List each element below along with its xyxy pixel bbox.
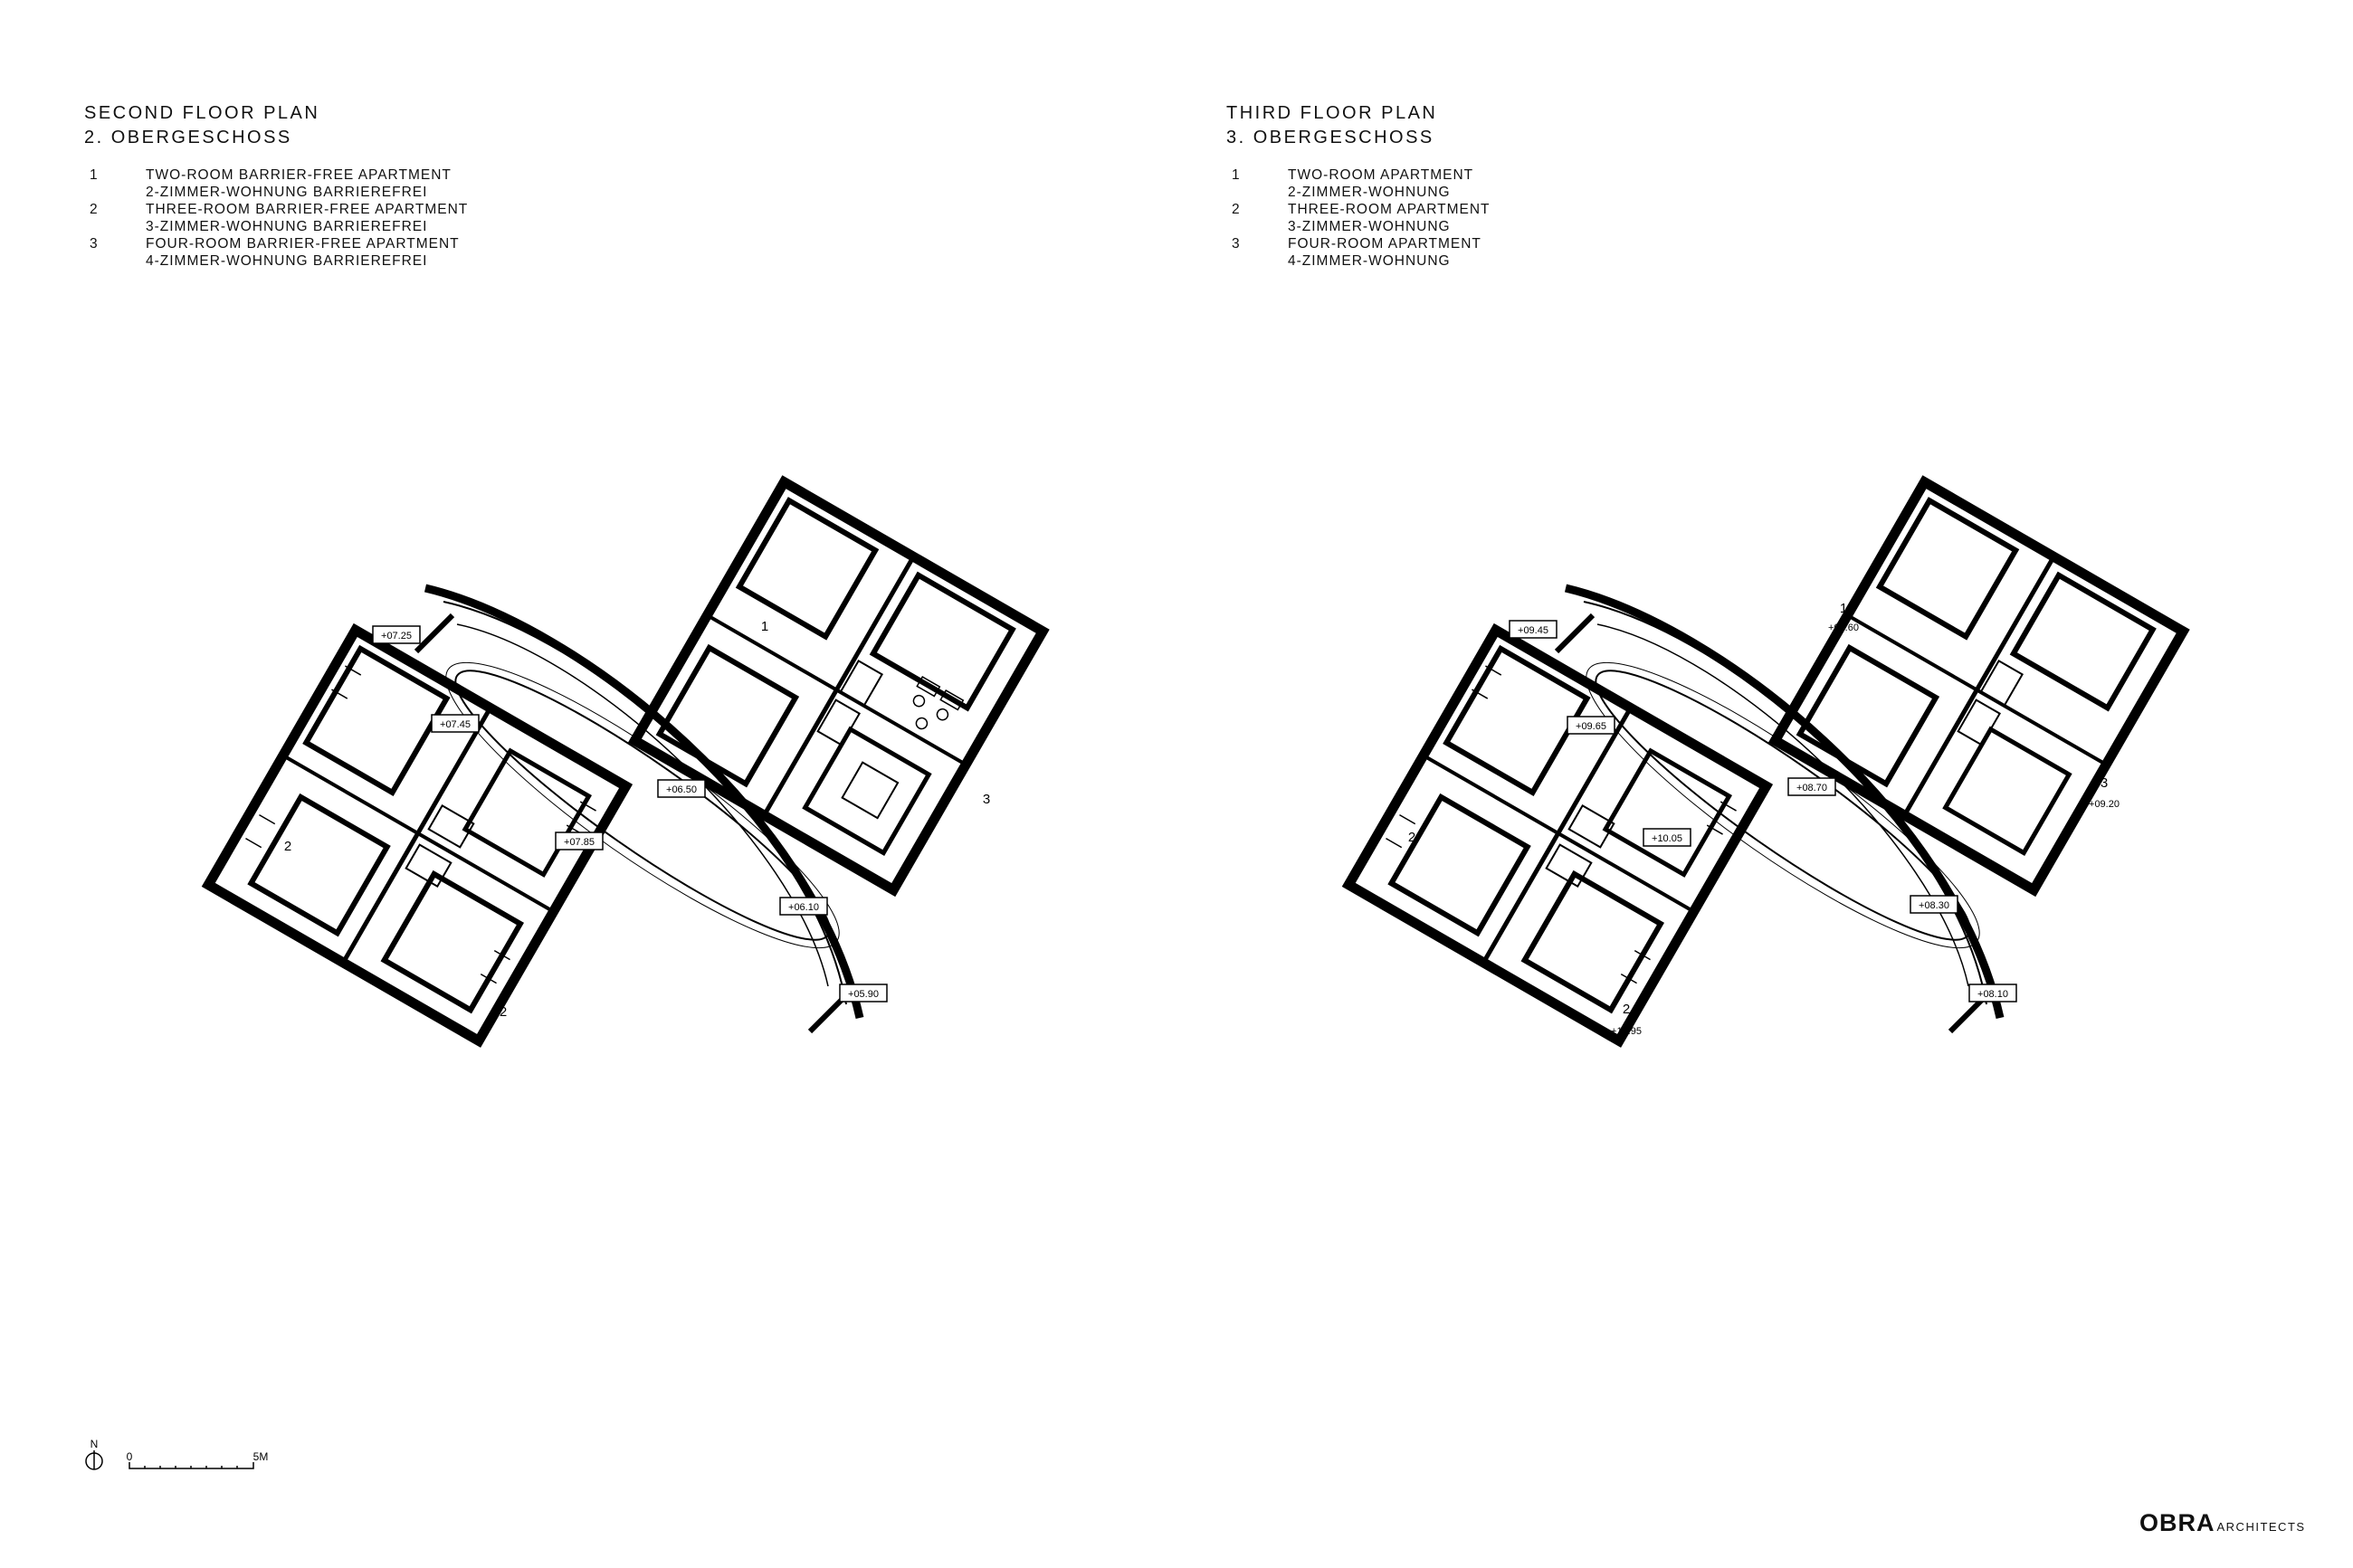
legend-text: TWO-ROOM BARRIER-FREE APARTMENT 2-ZIMMER… [146,166,452,201]
west-wing [1341,622,1774,1048]
unit-label: 3 [2101,775,2108,791]
second-floor-header: SECOND FLOOR PLAN 2. OBERGESCHOSS 1 TWO-… [84,101,468,270]
level-markers: +09.45 +09.65 +08.70 +10.05 +08.30 +08.1… [1509,620,2017,1003]
level-marker: +05.90 [848,989,879,1000]
legend-number: 3 [1232,236,1241,252]
legend-english: THREE-ROOM APARTMENT [1288,202,1491,217]
legend-english: TWO-ROOM BARRIER-FREE APARTMENT [146,167,452,183]
plan-subtitle: 2. OBERGESCHOSS [84,128,292,147]
level-marker: +07.85 [564,837,595,848]
level-marker: +08.70 [1796,783,1827,794]
legend-number: 1 [1232,167,1241,183]
central-atrium [414,584,864,1034]
level-marker: +09.65 [1576,721,1606,732]
unit-label: 2 [284,839,291,854]
legend-text: THREE-ROOM APARTMENT 3-ZIMMER-WOHNUNG [1288,201,1491,235]
legend-number: 3 [90,236,99,252]
legend-item: 3 FOUR-ROOM APARTMENT 4-ZIMMER-WOHNUNG [1226,235,1491,270]
level-marker: +07.45 [440,719,471,730]
plan-subtitle: 3. OBERGESCHOSS [1226,128,1434,147]
legend-item: 1 TWO-ROOM BARRIER-FREE APARTMENT 2-ZIMM… [84,166,468,201]
legend-text: THREE-ROOM BARRIER-FREE APARTMENT 3-ZIMM… [146,201,468,235]
scale-end: 5M [253,1450,269,1463]
plan-title: THIRD FLOOR PLAN [1226,103,1438,123]
legend-item: 3 FOUR-ROOM BARRIER-FREE APARTMENT 4-ZIM… [84,235,468,270]
legend-text: FOUR-ROOM BARRIER-FREE APARTMENT 4-ZIMME… [146,235,460,270]
legend-number: 2 [90,202,99,217]
legend-german: 4-ZIMMER-WOHNUNG BARRIEREFREI [146,253,428,269]
plan-title: SECOND FLOOR PLAN [84,103,320,123]
legend-item: 1 TWO-ROOM APARTMENT 2-ZIMMER-WOHNUNG [1226,166,1491,201]
level-marker: +07.25 [381,631,412,641]
east-wing [627,475,1050,898]
legend-german: 2-ZIMMER-WOHNUNG BARRIEREFREI [146,185,428,200]
scale-bar: N 0 5M [85,1438,269,1470]
level-marker: +10.05 [1652,833,1682,844]
unit-label: 1 [1840,601,1847,616]
level-marker: +09.45 [1518,625,1548,636]
logo-name: OBRA [2139,1509,2215,1536]
legend-german: 2-ZIMMER-WOHNUNG [1288,185,1451,200]
legend: 1 TWO-ROOM APARTMENT 2-ZIMMER-WOHNUNG 2 … [1226,166,1491,270]
legend-text: TWO-ROOM APARTMENT 2-ZIMMER-WOHNUNG [1288,166,1473,201]
legend-german: 3-ZIMMER-WOHNUNG [1288,219,1451,234]
level-marker: +08.30 [1919,900,1949,911]
north-label: N [90,1438,99,1450]
level-marker: +06.50 [666,784,697,795]
level-marker: +08.10 [1977,989,2008,1000]
unit-level: +09.20 [2089,799,2120,810]
third-floor-plan: 1 +09.60 2 2 +10.95 3 +09.20 +09.45 +09.… [1341,475,2190,1048]
legend-item: 2 THREE-ROOM APARTMENT 3-ZIMMER-WOHNUNG [1226,201,1491,235]
third-floor-header: THIRD FLOOR PLAN 3. OBERGESCHOSS 1 TWO-R… [1226,101,1491,270]
legend-english: FOUR-ROOM BARRIER-FREE APARTMENT [146,236,460,252]
legend-german: 4-ZIMMER-WOHNUNG [1288,253,1451,269]
level-marker: +06.10 [788,902,819,913]
legend-english: THREE-ROOM BARRIER-FREE APARTMENT [146,202,469,217]
west-wing [201,622,634,1048]
legend: 1 TWO-ROOM BARRIER-FREE APARTMENT 2-ZIMM… [84,166,468,270]
legend-german: 3-ZIMMER-WOHNUNG BARRIEREFREI [146,219,428,234]
unit-label: 2 [1623,1002,1630,1017]
second-floor-plan: 1 2 2 3 +07.25 +07.45 +06.50 +07.85 +06.… [201,475,1050,1048]
logo-suffix: ARCHITECTS [2216,1520,2306,1534]
unit-label: 3 [983,792,990,807]
legend-number: 2 [1232,202,1241,217]
level-markers: +07.25 +07.45 +06.50 +07.85 +06.10 +05.9… [372,625,888,1003]
unit-label: 2 [1408,830,1415,845]
legend-english: TWO-ROOM APARTMENT [1288,167,1474,183]
east-wing [1767,475,2190,898]
unit-level: +09.60 [1828,622,1859,633]
unit-level: +10.95 [1611,1026,1642,1037]
legend-item: 2 THREE-ROOM BARRIER-FREE APARTMENT 3-ZI… [84,201,468,235]
legend-english: FOUR-ROOM APARTMENT [1288,236,1481,252]
unit-label: 1 [761,619,768,634]
unit-label: 2 [500,1004,507,1020]
central-atrium [1554,584,2005,1034]
scale-start: 0 [127,1450,133,1463]
legend-number: 1 [90,167,99,183]
legend-text: FOUR-ROOM APARTMENT 4-ZIMMER-WOHNUNG [1288,235,1481,270]
